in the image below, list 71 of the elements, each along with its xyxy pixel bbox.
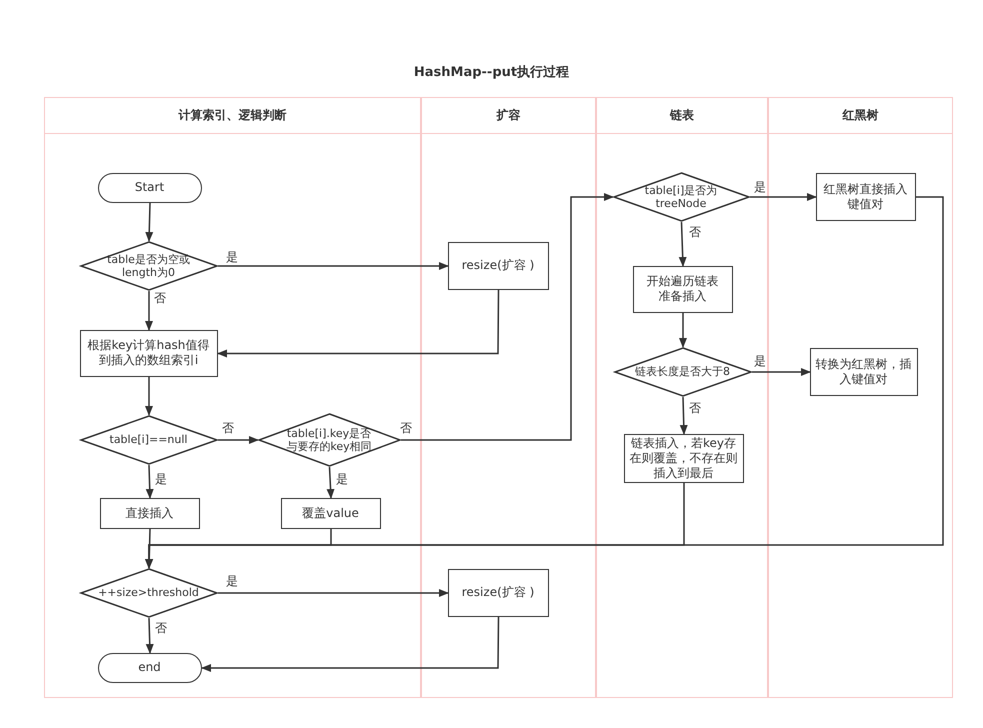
lane-title: 红黑树 <box>842 107 878 124</box>
edge-label: 是 <box>335 473 349 486</box>
process-box <box>100 498 200 528</box>
arrow <box>750 193 817 201</box>
swimlane <box>596 97 768 698</box>
process-box <box>632 266 732 312</box>
arrow <box>146 618 154 654</box>
process-box <box>80 330 218 376</box>
swimlane <box>768 97 953 698</box>
node-text: 覆盖value <box>302 506 359 520</box>
edge-label: 否 <box>154 622 168 635</box>
edge-label: 否 <box>688 226 702 239</box>
arrow <box>679 313 687 348</box>
arrow <box>401 193 614 441</box>
edge-label: 是 <box>753 355 767 368</box>
node-text: 直接插入 <box>126 506 174 520</box>
arrow <box>145 202 154 242</box>
node-text: ++size>threshold <box>98 586 199 599</box>
edge-label: 是 <box>225 575 239 588</box>
edge-label: 否 <box>399 422 413 435</box>
arrow <box>145 291 153 331</box>
edge-label: 否 <box>221 422 235 435</box>
arrow <box>217 290 500 358</box>
node-text: resize(扩容 ) <box>462 585 534 600</box>
node-text: 红黑树直接插入键值对 <box>822 182 908 212</box>
edge-label: 否 <box>153 292 167 305</box>
edge-label: 是 <box>225 251 239 264</box>
terminal-box <box>98 652 202 682</box>
arrow <box>680 396 688 435</box>
decision-diamond <box>614 346 752 396</box>
process-box <box>816 172 916 220</box>
arrow <box>218 262 449 270</box>
arrow <box>678 222 687 267</box>
arrow <box>218 589 449 597</box>
arrow <box>145 377 153 416</box>
arrow <box>752 368 811 376</box>
lane-title: 扩容 <box>496 107 520 124</box>
process-box <box>448 568 548 616</box>
node-text: 根据key计算hash值得到插入的数组索引i <box>86 338 210 368</box>
node-text: 链表插入，若key存在则覆盖，不存在则插入到最后 <box>628 436 738 480</box>
node-text: end <box>138 660 161 675</box>
lane-title: 链表 <box>670 107 694 124</box>
terminal-box <box>98 172 202 202</box>
node-text: 开始遍历链表准备插入 <box>646 274 720 304</box>
arrow <box>146 464 154 499</box>
arrow <box>326 466 335 499</box>
edge-label: 是 <box>753 181 767 194</box>
node-text: Start <box>134 180 164 195</box>
swimlane <box>44 97 421 698</box>
node-text: table[i]==null <box>110 433 188 446</box>
edge-label: 否 <box>688 402 702 415</box>
edge-label: 是 <box>154 473 168 486</box>
decision-diamond <box>80 240 218 290</box>
arrow <box>218 436 259 444</box>
process-box <box>448 242 548 290</box>
process-box <box>280 498 380 528</box>
decision-diamond <box>258 412 400 466</box>
arrow <box>145 196 944 569</box>
arrow <box>201 617 500 672</box>
node-text: 链表长度是否大于8 <box>635 365 730 378</box>
node-text: resize(扩容 ) <box>462 258 534 273</box>
node-text: 转换为红黑树，插入键值对 <box>816 356 912 386</box>
process-box <box>810 348 918 396</box>
decision-diamond <box>80 568 218 618</box>
decision-diamond <box>612 172 750 222</box>
decision-diamond <box>80 414 218 464</box>
swimlane <box>421 97 596 698</box>
lane-title: 计算索引、逻辑判断 <box>178 107 286 124</box>
node-text: table[i]是否为treeNode <box>644 184 718 210</box>
diagram-title: HashMap--put执行过程 <box>412 64 570 81</box>
node-text: table[i].key是否与要存的key相同 <box>285 426 373 452</box>
